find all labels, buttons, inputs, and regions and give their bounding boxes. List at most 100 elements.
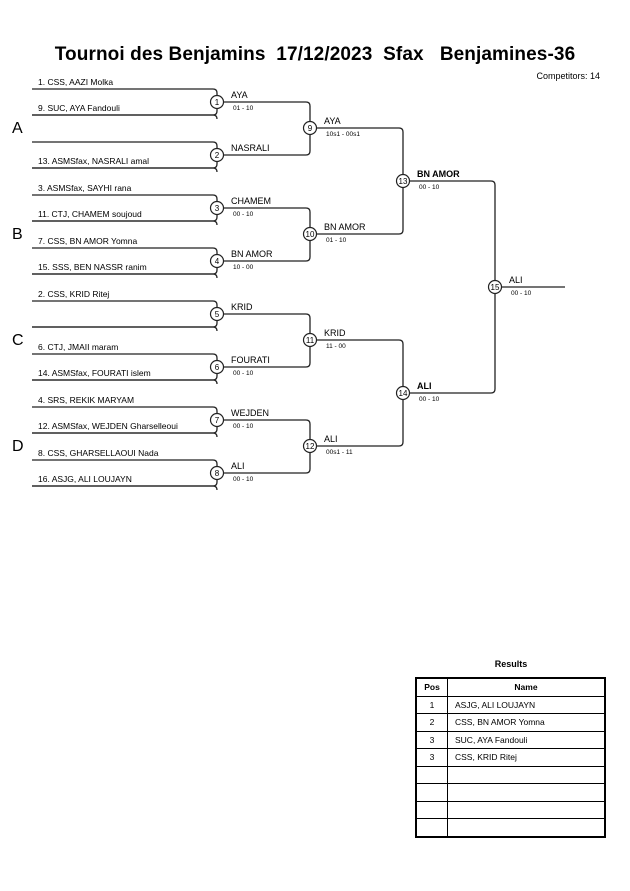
match-number: 7 (215, 416, 220, 425)
match-score: 00 - 10 (419, 184, 440, 191)
entry-line (32, 141, 218, 147)
match-connector (224, 419, 311, 439)
match-score: 00 - 10 (511, 290, 532, 297)
match-number-circle (209, 359, 225, 375)
bracket-connector (32, 305, 218, 328)
match-score: 00 - 10 (233, 476, 254, 483)
entry-label: 1. CSS, AAZI Molka (38, 77, 113, 87)
bracket-connector (32, 358, 218, 381)
match-number: 10 (306, 230, 315, 239)
match-connector (410, 180, 496, 280)
bracket-connector (32, 199, 218, 222)
match-connector (224, 207, 311, 227)
result-pos (415, 765, 448, 784)
match-connector (317, 400, 404, 447)
entry-label: 15. SSS, BEN NASSR ranim (38, 262, 147, 272)
entry-label: 9. SUC, AYA Fandouli (38, 103, 120, 113)
match-winner: WEJDEN (231, 408, 269, 418)
entry-label: 7. CSS, BN AMOR Yomna (38, 236, 137, 246)
result-name (447, 783, 606, 802)
entry-label: 13. ASMSfax, NASRALI amal (38, 156, 149, 166)
match-winner: ALI (324, 434, 338, 444)
match-connector (317, 127, 404, 174)
match-number-circle (395, 173, 411, 189)
match-number-circle (302, 332, 318, 348)
match-winner: BN AMOR (417, 169, 460, 179)
match-score: 00 - 10 (233, 211, 254, 218)
result-name (447, 765, 606, 784)
match-number-circle (302, 120, 318, 136)
match-winner: FOURATI (231, 355, 270, 365)
entry-label: 16. ASJG, ALI LOUJAYN (38, 474, 132, 484)
bracket-connector (32, 146, 218, 169)
match-winner: ALI (231, 461, 245, 471)
match-connector (224, 347, 311, 368)
result-pos: 3 (415, 748, 448, 767)
group-label: A (12, 120, 23, 137)
match-winner: BN AMOR (231, 249, 273, 259)
results-row (415, 800, 606, 819)
result-pos: 1 (415, 695, 448, 714)
match-score: 11 - 00 (326, 343, 346, 350)
page-title: Tournoi des Benjamins 17/12/2023 Sfax Be… (54, 44, 576, 65)
match-winner: KRID (231, 302, 253, 312)
results-row (415, 818, 606, 837)
entry-label: 2. CSS, KRID Ritej (38, 289, 109, 299)
result-pos: 2 (415, 713, 448, 732)
match-number: 4 (215, 257, 220, 266)
result-name: CSS, BN AMOR Yomna (447, 713, 606, 732)
match-number: 15 (491, 283, 500, 292)
group-label: C (12, 332, 24, 349)
match-number-circle (209, 306, 225, 322)
results-row (415, 783, 606, 802)
match-number: 11 (306, 336, 315, 345)
match-winner: AYA (324, 116, 341, 126)
entry-label: 12. ASMSfax, WEJDEN Gharselleoui (38, 421, 178, 431)
match-score: 01 - 10 (326, 237, 347, 244)
match-number-circle (209, 253, 225, 269)
entry-label: 3. ASMSfax, SAYHI rana (38, 183, 132, 193)
match-winner: BN AMOR (324, 222, 366, 232)
group-label: B (12, 226, 23, 243)
result-pos: 3 (415, 730, 448, 749)
entry-line (32, 459, 218, 465)
match-connector (224, 101, 311, 121)
result-name: SUC, AYA Fandouli (447, 730, 606, 749)
match-number-circle (209, 94, 225, 110)
match-number-circle (209, 412, 225, 428)
results-row (415, 765, 606, 784)
entry-label: 6. CTJ, JMAII maram (38, 342, 118, 352)
match-connector (410, 294, 496, 394)
result-name: CSS, KRID Ritej (447, 748, 606, 767)
match-connector (224, 453, 311, 474)
results-title: Results (494, 659, 528, 669)
match-number-circle (209, 200, 225, 216)
match-number: 14 (399, 389, 408, 398)
match-winner: ALI (509, 275, 523, 285)
match-winner: ALI (417, 381, 432, 391)
entry-line (32, 353, 218, 359)
match-winner: CHAMEM (231, 196, 271, 206)
match-score: 00 - 10 (233, 370, 254, 377)
result-name (447, 800, 606, 819)
match-number: 1 (215, 98, 220, 107)
result-name (447, 818, 606, 837)
match-connector (224, 135, 311, 156)
entry-label: 14. ASMSfax, FOURATI islem (38, 368, 151, 378)
match-score: 10s1 - 00s1 (326, 131, 360, 138)
match-number: 8 (215, 469, 220, 478)
entry-line (32, 406, 218, 412)
match-number: 3 (215, 204, 220, 213)
entry-label: 8. CSS, GHARSELLAOUI Nada (38, 448, 159, 458)
entry-line (32, 194, 218, 200)
match-score: 01 - 10 (233, 105, 254, 112)
match-number-circle (209, 147, 225, 163)
match-number-circle (302, 438, 318, 454)
bracket-connector (32, 411, 218, 434)
match-score: 10 - 00 (233, 264, 254, 271)
entry-line (32, 247, 218, 253)
